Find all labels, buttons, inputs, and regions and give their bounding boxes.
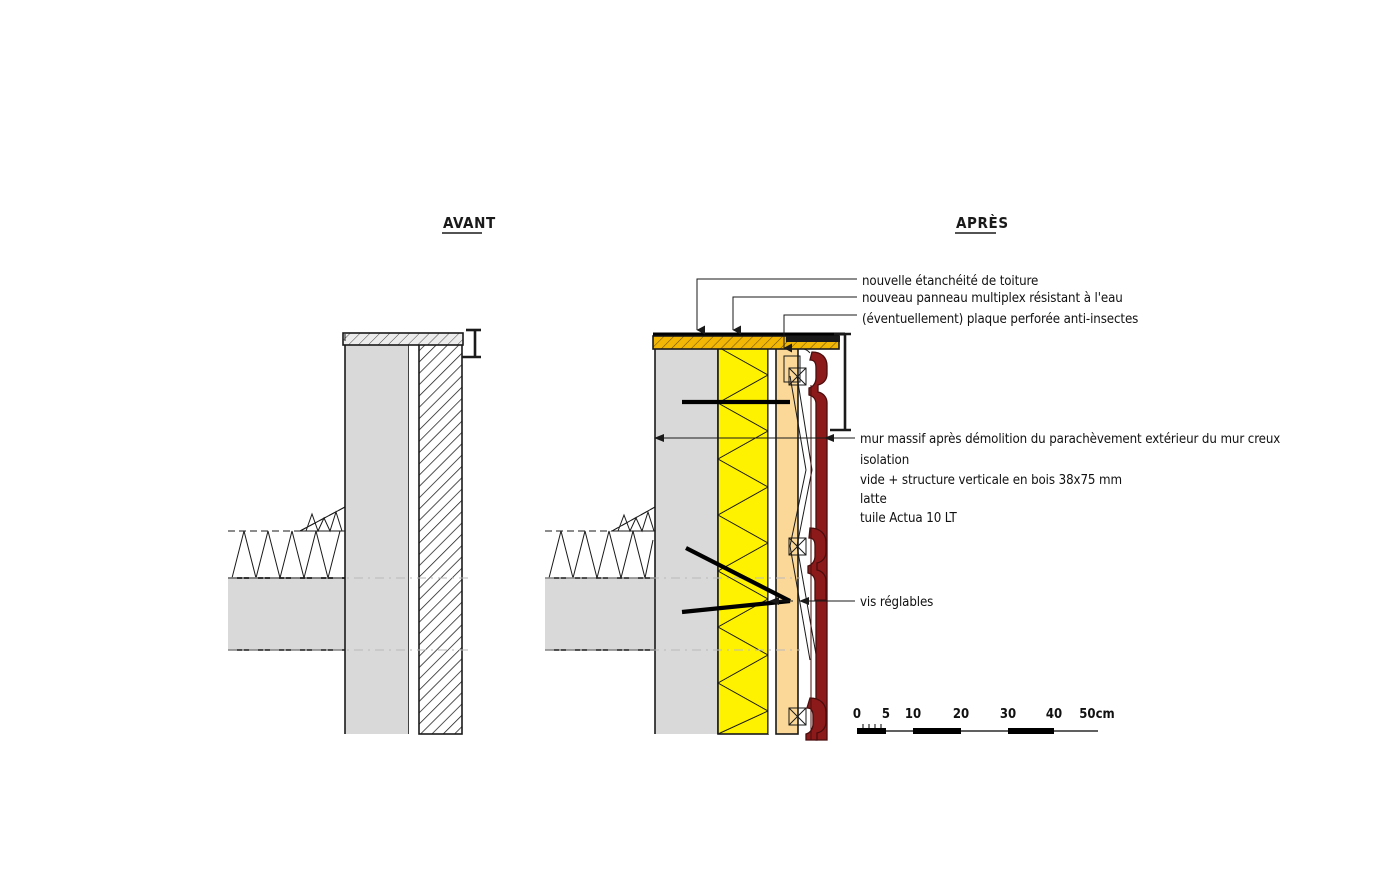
after-roof-tile-cladding: [805, 351, 828, 741]
before-insulation-zigzag: [228, 506, 346, 579]
after-roof-deck-outline: [652, 335, 840, 350]
after-floor-slab: [545, 578, 655, 650]
annotation-mur-massif: mur massif après démolition du parachève…: [860, 431, 1280, 447]
after-zigzag-path: [548, 530, 654, 579]
title-after: APRÈS: [955, 213, 1009, 234]
scale-tick-10: 10: [905, 707, 921, 722]
after-cavity-gap: [768, 347, 776, 734]
title-before: AVANT: [442, 214, 496, 234]
before-cavity-gap: [409, 334, 419, 734]
scale-tick-40: 40: [1046, 707, 1062, 722]
annotation-group-middle: mur massif après démolition du parachève…: [860, 431, 1280, 526]
leaders-top: [696, 278, 857, 353]
drawing-after: [545, 332, 851, 741]
after-clip-body: [783, 355, 801, 383]
annotation-group-top: nouvelle étanchéité de toiture nouveau p…: [862, 273, 1138, 327]
annotation-isolation: isolation: [860, 453, 909, 468]
after-tile-profile-middle: [807, 527, 827, 601]
leaders-middle: [654, 399, 855, 442]
scale-subticks: [862, 724, 882, 728]
annotation-multiplex: nouveau panneau multiplex résistant à l'…: [862, 290, 1123, 306]
after-screw-upper-b: [796, 375, 813, 471]
leader-vis-diagonal-upper: [685, 546, 791, 603]
before-outer-leaf: [419, 334, 462, 734]
scale-tick-20: 20: [953, 707, 969, 722]
after-extent-bracket: [830, 332, 851, 432]
after-batten-lower: [788, 707, 807, 726]
annotation-vide-structure: vide + structure verticale en bois 38x75…: [860, 473, 1122, 488]
after-batten-lower-box: [788, 707, 807, 726]
after-batten-upper-box: [788, 367, 807, 386]
title-before-label: AVANT: [443, 214, 496, 232]
annotation-latte: latte: [860, 492, 887, 507]
leader-etancheite: [696, 278, 857, 335]
before-roof-cap: [343, 333, 463, 345]
annotation-plaque: (éventuellement) plaque perforée anti-in…: [862, 311, 1138, 327]
after-perforated-plate: [786, 336, 840, 342]
before-inner-leaf-fill: [345, 334, 409, 734]
after-screw-link-lower: [796, 469, 813, 547]
before-extent-bracket: [462, 328, 481, 359]
drawing-before: [228, 328, 481, 735]
after-batten-lower-x2: [788, 707, 807, 726]
after-massive-wall-fill: [655, 347, 718, 734]
before-floor-slab: [228, 578, 345, 650]
leaders-bottom: [681, 546, 855, 615]
scale-bar: 0 5 10 20 30 40 50cm: [853, 707, 1115, 734]
scale-tick-5: 5: [882, 707, 890, 722]
before-roof-cap-outline: [342, 332, 464, 346]
annotation-tuile: tuile Actua 10 LT: [860, 511, 957, 526]
after-adjustable-screws: [789, 375, 818, 661]
after-batten-middle-box: [788, 537, 807, 556]
after-screw-link-upper: [789, 469, 807, 547]
title-after-label: APRÈS: [956, 213, 1009, 232]
annotation-vis-reglables: vis réglables: [860, 594, 933, 610]
annotation-etancheite: nouvelle étanchéité de toiture: [862, 273, 1038, 289]
leader-multiplex: [732, 296, 857, 335]
before-wedge-slope-dashed: [299, 506, 346, 532]
scale-tick-0: 0: [853, 707, 861, 722]
scale-tick-50: 50cm: [1079, 707, 1114, 722]
leader-plaque: [783, 314, 857, 353]
after-insulation-zigzag-band: [545, 506, 656, 579]
after-insulation-fill: [718, 347, 768, 734]
after-screw-upper-a: [789, 375, 807, 471]
before-zigzag-path: [231, 530, 341, 579]
after-timber-structure-fill: [776, 347, 798, 734]
after-wedge-slope-dashed: [611, 506, 656, 532]
scale-tick-30: 30: [1000, 707, 1016, 722]
